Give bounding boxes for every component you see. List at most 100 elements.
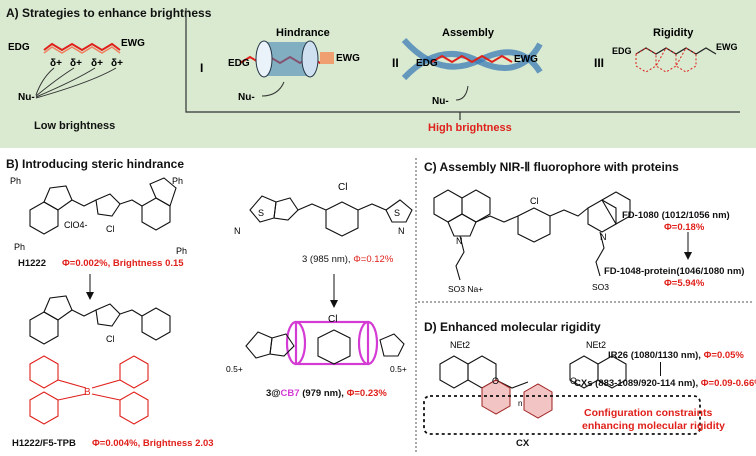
panel-d-structure: NEt2 NEt2 O O n <box>423 340 701 435</box>
fd1048-value: Φ=5.94% <box>664 278 705 289</box>
ir26-name: IR26 (1080/1130 nm), <box>608 350 701 361</box>
boron-label: B <box>84 387 91 398</box>
clo4: ClO4- <box>64 220 88 230</box>
roman-1: I <box>200 61 203 75</box>
panel-c-structure: Cl N N SO3 Na+ SO3 <box>433 189 692 294</box>
rig-edg-label: EDG <box>612 46 632 56</box>
fd1080-name: FD-1080 (1012/1056 nm) <box>622 210 730 221</box>
b-arrow-left-head <box>86 292 94 300</box>
charge-2: 0.5+ <box>390 364 407 374</box>
ph-1: Ph <box>10 176 21 186</box>
tpb-value: Φ=0.004%, Brightness 2.03 <box>92 438 214 449</box>
cxs-name: CXs (883-1089/920-114 nm), <box>574 378 699 389</box>
cb7-host-name: CB7 <box>280 388 300 399</box>
cx-label: CX <box>516 438 530 449</box>
rigid-rings <box>481 379 553 419</box>
net2-right: NEt2 <box>586 340 606 350</box>
constraint-text-2: enhancing molecular rigidity <box>582 420 725 432</box>
panel-b-structures: Ph Ph Ph Ph Cl ClO4- B Cl Cl S S N N <box>10 176 413 425</box>
delta-4: δ+ <box>111 58 123 69</box>
fd1080-value: Φ=0.18% <box>664 222 705 233</box>
h1222-tpb-skeleton <box>29 295 171 345</box>
panel-a-title: A) Strategies to enhance brightness <box>6 6 212 20</box>
tpb-name: H1222/F5-TPB <box>12 438 76 449</box>
hindrance-cylinder-art <box>239 40 334 78</box>
b-arrow-right-head <box>330 300 338 308</box>
cmpd3-value: Φ=0.12% <box>353 254 394 265</box>
asm-ewg-label: EWG <box>514 54 538 65</box>
fd-so3: SO3 <box>592 282 609 292</box>
c-arrow-head <box>684 252 692 260</box>
h1222-cl: Cl <box>106 224 115 234</box>
assembly-label: Assembly <box>442 27 495 39</box>
constraint-box <box>423 395 701 435</box>
panel-d-title: D) Enhanced molecular rigidity <box>424 320 601 334</box>
hind-edg-label: EDG <box>228 58 250 69</box>
low-edg-label: EDG <box>8 42 30 53</box>
panel-a <box>0 0 756 148</box>
cb7-suffix: (979 nm), <box>299 388 344 399</box>
cb7-prefix: 3@ <box>266 388 281 399</box>
low-polymethine-chain <box>43 42 121 54</box>
d-arrow <box>660 362 661 376</box>
tpb-cl: Cl <box>106 334 115 344</box>
high-brightness-label: High brightness <box>428 122 512 134</box>
assembly-ribbon-art <box>401 37 543 81</box>
strategy-bracket <box>185 8 740 120</box>
cxs-caption: CXs (883-1089/920-114 nm), Φ=0.09-0.66% <box>574 378 756 389</box>
cmpd3-cl: Cl <box>338 182 347 193</box>
cb7-host-cylinder <box>285 320 379 366</box>
hind-ewg-label: EWG <box>336 53 360 64</box>
cmpd3-s-2: S <box>394 208 400 218</box>
h1222-skeleton <box>29 177 177 235</box>
ph-4: Ph <box>176 246 187 256</box>
h1222-name: H1222 <box>18 258 46 269</box>
panel-b-title: B) Introducing steric hindrance <box>6 157 185 171</box>
o-left: O <box>492 376 499 386</box>
low-brightness-label: Low brightness <box>34 120 116 132</box>
low-ewg-label: EWG <box>121 38 145 49</box>
ir26-value: Φ=0.05% <box>703 350 744 361</box>
panel-c-title: C) Assembly NIR-Ⅱ fluorophore with prote… <box>424 160 679 174</box>
hindrance-label: Hindrance <box>276 27 330 39</box>
nucleophile-arrows <box>35 67 117 99</box>
panel-a-art: EDG EWG δ+ δ+ δ+ δ+ Nu- I II III Hindran… <box>8 8 740 120</box>
cb7-value: Φ=0.23% <box>346 388 387 399</box>
net2-left: NEt2 <box>450 340 470 350</box>
cb7-caption: 3@CB7 (979 nm), Φ=0.23% <box>266 388 387 399</box>
roman-3: III <box>594 56 604 70</box>
delta-3: δ+ <box>91 58 103 69</box>
fd1048-name: FD-1048-protein(1046/1080 nm) <box>604 266 745 277</box>
fd1080-skeleton <box>433 189 631 281</box>
n-subscript: n <box>518 399 522 408</box>
ir26-caption: IR26 (1080/1130 nm), Φ=0.05% <box>608 350 744 361</box>
o-right: O <box>570 376 577 386</box>
constraint-text-1: Configuration constraints <box>584 407 713 419</box>
delta-2: δ+ <box>70 58 82 69</box>
cxs-value: Φ=0.09-0.66% <box>700 378 756 389</box>
asm-nu-label: Nu- <box>432 96 449 107</box>
low-nu-label: Nu- <box>18 92 35 103</box>
hind-nu-label: Nu- <box>238 92 255 103</box>
cmpd3-name: 3 (985 nm), <box>302 254 351 265</box>
cmpd3-caption: 3 (985 nm), Φ=0.12% <box>302 254 393 265</box>
fd-n-1: N <box>456 236 463 246</box>
asm-nu-arrow <box>455 85 469 101</box>
fd-so3na: SO3 Na+ <box>448 284 483 294</box>
fd-n-2: N <box>600 232 607 242</box>
cmpd3-skeleton <box>249 195 413 237</box>
ph-2: Ph <box>172 176 183 186</box>
rigidity-label: Rigidity <box>653 27 694 39</box>
cmpd3-n-1: N <box>234 226 241 236</box>
f5-tpb-anion <box>29 355 149 425</box>
roman-2: II <box>392 56 399 70</box>
charge-1: 0.5+ <box>226 364 243 374</box>
rigidity-chain-art <box>635 47 717 73</box>
rig-ewg-label: EWG <box>716 42 738 52</box>
cmpd3-cb7-skeleton <box>245 329 405 365</box>
cmpd3-s-1: S <box>258 208 264 218</box>
fd-cl: Cl <box>530 196 539 206</box>
hind-nu-arrow <box>261 81 285 97</box>
cmpd3-n-2: N <box>398 226 405 236</box>
